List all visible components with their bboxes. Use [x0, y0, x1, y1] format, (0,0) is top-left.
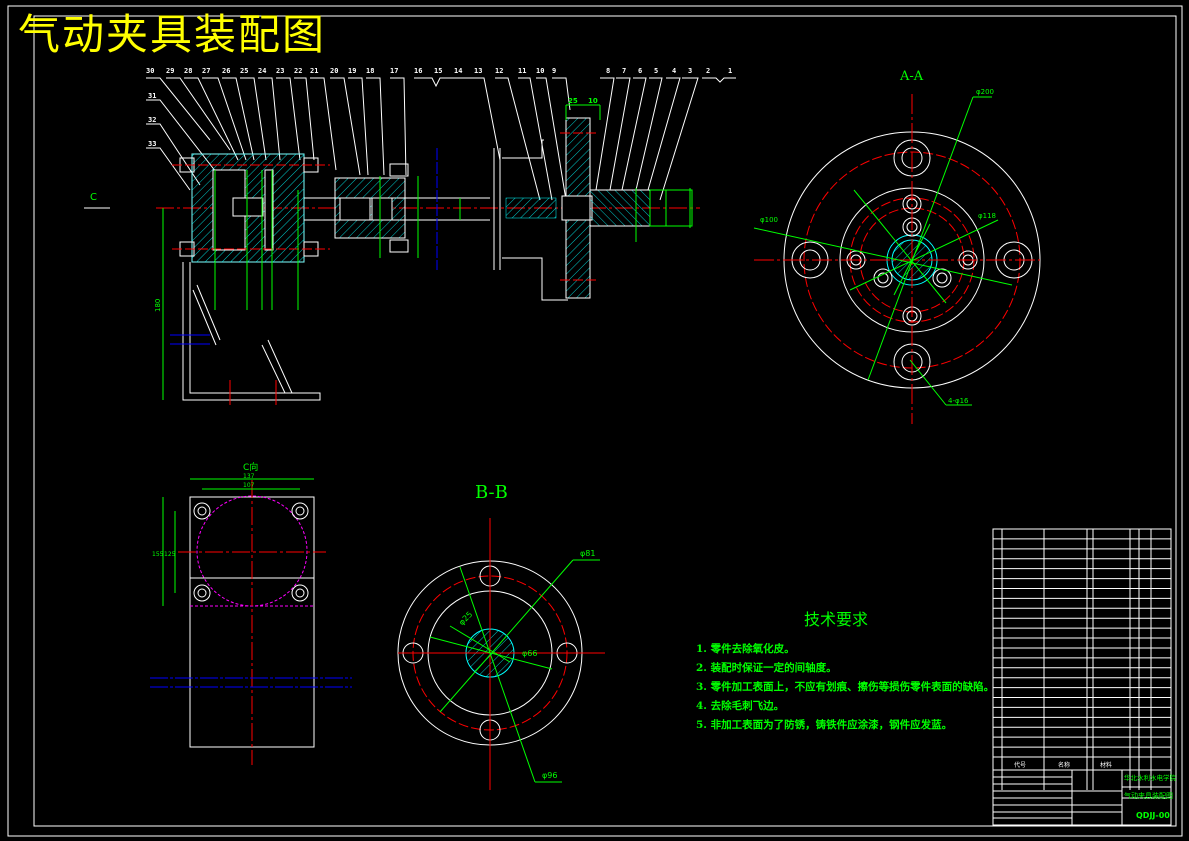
bom-grid: [992, 528, 1172, 826]
tech-req-item: 1. 零件去除氧化皮。: [696, 643, 795, 655]
part-number: 12: [495, 67, 504, 75]
svg-text:125: 125: [164, 551, 176, 558]
part-number: 25: [240, 67, 249, 75]
part-number: 30: [146, 67, 155, 75]
section-aa-view: A-A φ200 φ100 φ118 4-φ16: [753, 69, 1041, 424]
part-number: 23: [276, 67, 285, 75]
part-number: 26: [222, 67, 231, 75]
svg-text:137: 137: [243, 473, 255, 480]
outer-border: [7, 5, 1183, 837]
svg-text:10: 10: [588, 97, 598, 105]
part-number: 8: [606, 67, 611, 75]
tech-req-item: 2. 装配时保证一定的间轴度。: [696, 662, 837, 674]
part-number: 15: [434, 67, 443, 75]
svg-text:180: 180: [154, 299, 162, 312]
part-number: 16: [414, 67, 423, 75]
svg-text:C: C: [90, 192, 97, 203]
part-number: 4: [672, 67, 677, 75]
part-number: 19: [348, 67, 357, 75]
svg-text:C向: C向: [243, 461, 258, 473]
part-number: 33: [148, 140, 157, 148]
bom-header-name: 名称: [1058, 762, 1071, 769]
svg-text:φ66: φ66: [522, 649, 537, 658]
section-bb-view: B-B φ81 φ25 φ66 φ96: [397, 482, 605, 790]
part-number: 3: [688, 67, 693, 75]
part-number: 18: [366, 67, 375, 75]
part-number: 28: [184, 67, 193, 75]
bom-header-material: 材料: [1100, 762, 1113, 769]
part-number: 21: [310, 67, 319, 75]
part-number: 32: [148, 116, 157, 124]
part-number: 14: [454, 67, 463, 75]
part-number: 5: [654, 67, 659, 75]
svg-text:25: 25: [568, 97, 578, 105]
svg-text:φ25: φ25: [457, 610, 474, 627]
tech-req-item: 5. 非加工表面为了防锈，铸铁件应涂漆，钢件应发蓝。: [696, 719, 953, 731]
main-assembly-view: 180 25 10 C: [84, 97, 700, 405]
part-number: 13: [474, 67, 483, 75]
part-number: 20: [330, 67, 339, 75]
part-number: 11: [518, 67, 527, 75]
technical-requirements: 技术要求 1. 零件去除氧化皮。 2. 装配时保证一定的间轴度。 3. 零件加工…: [696, 606, 994, 735]
svg-text:155: 155: [152, 551, 164, 558]
svg-text:φ96: φ96: [542, 771, 557, 780]
school-name: 华北水利水电学院: [1124, 774, 1176, 782]
part-number: 29: [166, 67, 175, 75]
svg-text:107: 107: [243, 482, 255, 489]
part-number: 9: [552, 67, 557, 75]
tech-req-item: 3. 零件加工表面上，不应有划痕、擦伤等损伤零件表面的缺陷。: [696, 681, 995, 693]
drawing-name: 气动夹具装配图: [1124, 792, 1173, 800]
drawing-title: 气动夹具装配图: [18, 10, 327, 59]
svg-text:φ118: φ118: [978, 212, 996, 220]
inner-border: [33, 15, 1177, 827]
part-number: 24: [258, 67, 267, 75]
bom-header-code: 代号: [1014, 762, 1027, 769]
svg-text:B-B: B-B: [475, 482, 508, 503]
part-number: 7: [622, 67, 627, 75]
svg-text:φ200: φ200: [976, 88, 994, 96]
tech-req-item: 4. 去除毛刺飞边。: [696, 700, 785, 712]
c-direction-view: C向 137 107 155 125: [150, 461, 352, 765]
svg-text:A-A: A-A: [899, 69, 924, 84]
part-number: 22: [294, 67, 303, 75]
part-number: 1: [728, 67, 733, 75]
part-number: 27: [202, 67, 211, 75]
leader-lines: [146, 77, 736, 201]
part-number: 2: [706, 67, 711, 75]
part-number: 17: [390, 67, 399, 75]
part-number: 6: [638, 67, 643, 75]
svg-text:4-φ16: 4-φ16: [948, 397, 969, 405]
part-number: 10: [536, 67, 545, 75]
svg-text:φ100: φ100: [760, 216, 778, 224]
drawing-number: QDJJ-00: [1136, 811, 1170, 820]
svg-text:φ81: φ81: [580, 549, 595, 558]
part-number: 31: [148, 92, 157, 100]
tech-req-heading: 技术要求: [804, 610, 869, 629]
